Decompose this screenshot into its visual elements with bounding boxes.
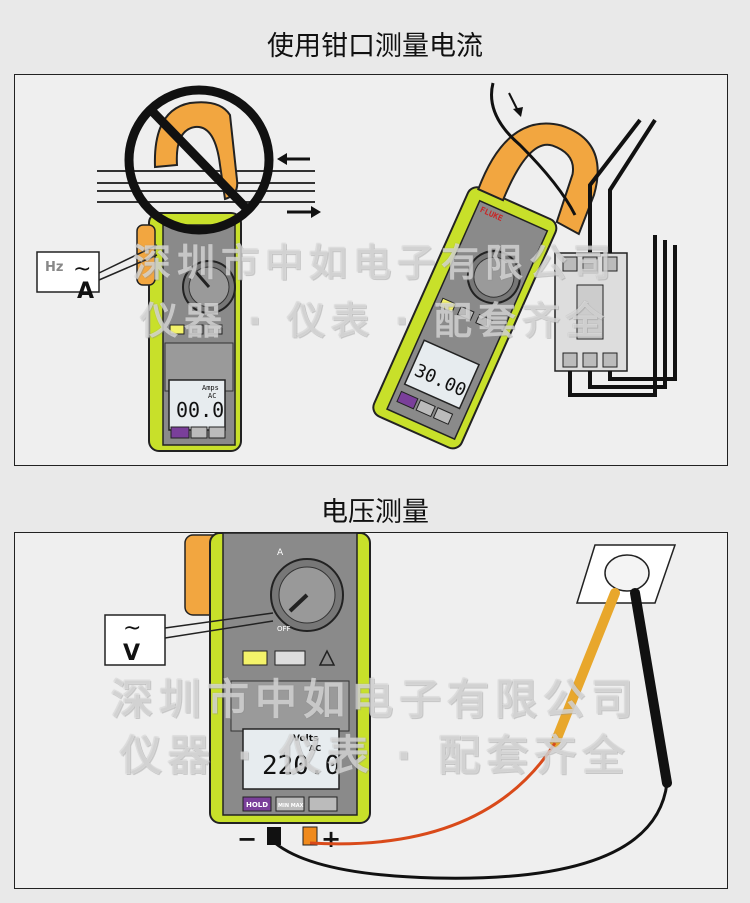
callout-ac-current bbox=[36, 244, 158, 293]
clamp-meter-voltage bbox=[184, 533, 371, 846]
callout-freq-label: Hz bbox=[45, 260, 63, 275]
voltage-meter-reading: 220.0 bbox=[262, 751, 340, 781]
current-measurement-illustration: 00.0 Amps AC Hz ~ A bbox=[36, 82, 677, 452]
callout-unit-volts: V bbox=[123, 641, 140, 666]
ac-tilde-icon: ~ bbox=[73, 257, 91, 282]
voltage-meter-unit: Volts bbox=[293, 734, 318, 744]
left-meter-unit: Amps bbox=[202, 384, 219, 392]
voltage-meter-mode: AC bbox=[309, 744, 321, 753]
current-direction-arrows bbox=[277, 153, 321, 218]
section-title-current: 使用钳口测量电流 bbox=[267, 31, 483, 62]
plus-terminal-label: + bbox=[321, 825, 341, 853]
callout-ac-voltage bbox=[104, 612, 274, 666]
current-measurement-panel: 00.0 Amps AC Hz ~ A bbox=[14, 74, 728, 466]
voltage-measurement-panel: OFF A 220.0 Volts AC HOLD MIN MAX − + ~ … bbox=[14, 532, 728, 889]
minmax-button-label: MIN MAX bbox=[278, 803, 304, 809]
voltage-measurement-illustration: OFF A 220.0 Volts AC HOLD MIN MAX − + ~ … bbox=[104, 533, 677, 880]
left-meter-mode: AC bbox=[208, 392, 216, 400]
callout-unit-amps: A bbox=[77, 279, 94, 304]
hold-button-label: HOLD bbox=[246, 801, 268, 809]
dial-a-label: A bbox=[277, 548, 284, 558]
left-meter-reading: 00.0 bbox=[176, 398, 224, 422]
clamp-meter-right: 30.00 FLUKE bbox=[372, 122, 599, 450]
section-title-voltage: 电压测量 bbox=[321, 497, 429, 528]
ac-voltage-tilde-icon: ~ bbox=[123, 616, 141, 641]
minus-terminal-label: − bbox=[237, 825, 257, 853]
circuit-breaker bbox=[554, 118, 677, 397]
prohibition-icon bbox=[124, 85, 274, 235]
dial-off-label: OFF bbox=[277, 625, 291, 633]
power-outlet bbox=[575, 544, 677, 604]
test-probes bbox=[274, 588, 672, 880]
